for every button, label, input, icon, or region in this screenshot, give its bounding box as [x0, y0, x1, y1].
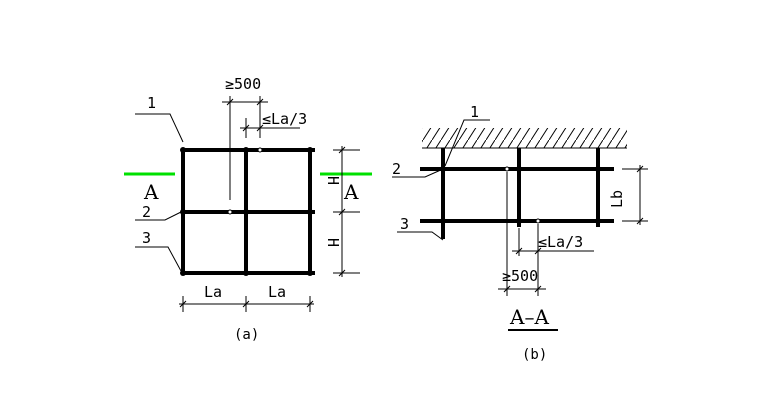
section-title: A–A [509, 305, 549, 329]
label-2: 2 [142, 203, 151, 221]
caption-b: (b) [522, 347, 547, 363]
dim-la-right: La [268, 283, 286, 301]
label-b-2: 2 [392, 160, 401, 178]
dim-b-max-la3: ≤La/3 [538, 233, 583, 251]
dim-lb: Lb [608, 190, 626, 208]
diagram-b-leaders: 1 2 3 [392, 103, 490, 241]
caption-a: (a) [234, 327, 259, 343]
diagram-b-dim-500: ≥500 [498, 172, 546, 296]
diagram-a-dim-la: La La [179, 283, 314, 312]
dim-b-min-500: ≥500 [502, 267, 538, 285]
label-1: 1 [147, 94, 156, 112]
section-marker-right: A [343, 180, 359, 204]
dim-max-la3-label: ≤La/3 [262, 110, 307, 128]
diagram-b-dim-lb: Lb [608, 165, 648, 225]
label-b-1: 1 [470, 103, 479, 121]
dim-min-500-label: ≥500 [225, 75, 261, 93]
diagram-a-section-markers: A A [124, 172, 372, 204]
section-marker-left: A [143, 180, 159, 204]
diagram-a-leaders: 1 2 3 [135, 94, 184, 272]
diagram-a-dim-h: H H [324, 146, 360, 277]
diagram-a-elevation: ≥500 ≤La/3 1 2 3 A A [124, 75, 372, 343]
section-title-group: A–A [508, 305, 558, 331]
diagram-a-joints [180, 147, 313, 276]
dim-la-left: La [204, 283, 222, 301]
diagram-b-dim-la3: ≤La/3 [512, 224, 594, 256]
diagram-a-dim-500: ≥500 [222, 75, 268, 200]
diagram-b-bars [420, 148, 614, 239]
ceiling-hatch [422, 128, 627, 149]
diagram-a-dim-la3: ≤La/3 [240, 110, 307, 138]
label-3: 3 [142, 229, 151, 247]
dim-h-bottom: H [324, 238, 342, 247]
dim-h-top: H [324, 176, 342, 185]
label-b-3: 3 [400, 215, 409, 233]
diagram-b-section: 1 2 3 Lb ≤La/3 [392, 103, 648, 363]
